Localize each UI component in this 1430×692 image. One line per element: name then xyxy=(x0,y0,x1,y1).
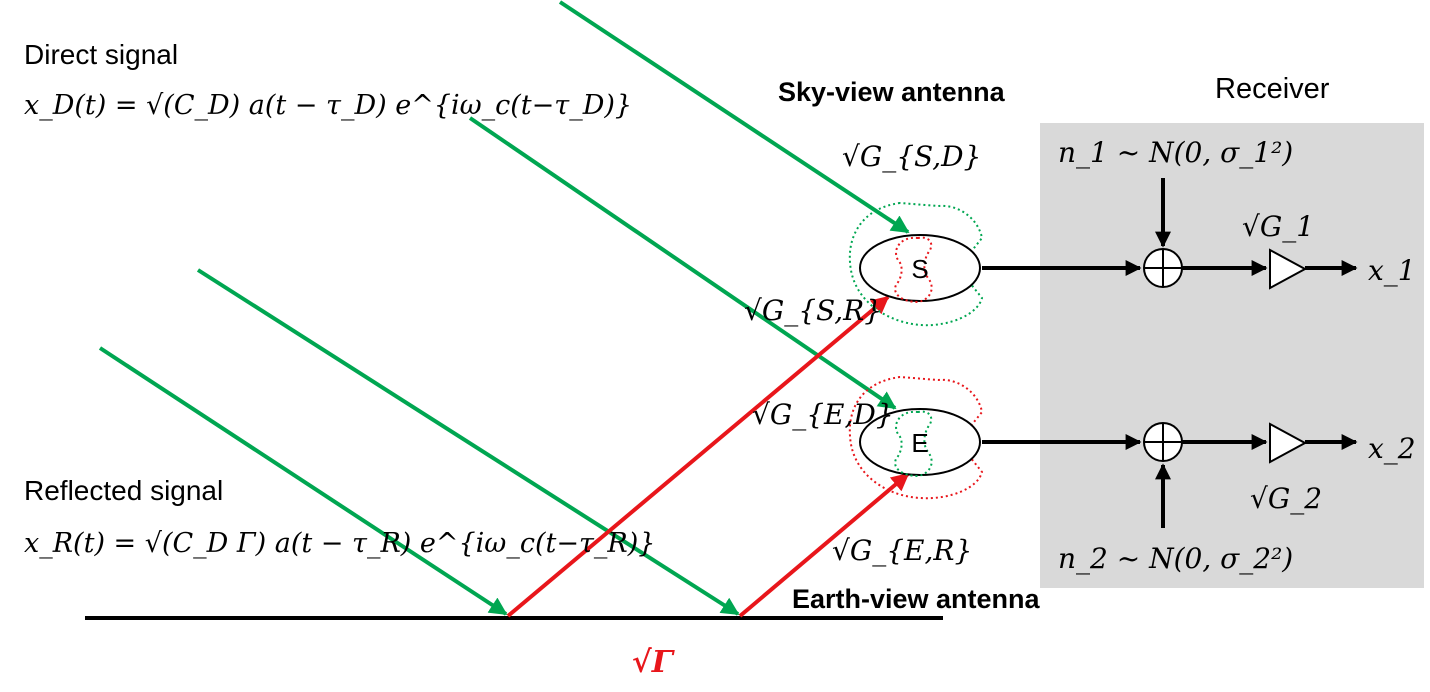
gain-sky-reflected: √G_{S,R} xyxy=(744,294,882,327)
reflected-ray-to-sky-antenna xyxy=(506,295,890,618)
direct-signal-label: Direct signal xyxy=(24,39,178,70)
amplifier-2 xyxy=(1269,422,1308,464)
output-x1: x_1 xyxy=(1368,254,1416,287)
gain-amp-2: √G_2 xyxy=(1250,482,1322,515)
receiver-chain-2 xyxy=(982,422,1358,528)
reflected-signal-label: Reflected signal xyxy=(24,475,223,506)
gain-earth-reflected: √G_{E,R} xyxy=(832,534,972,567)
sky-antenna-letter: S xyxy=(911,254,928,284)
reflected-rays xyxy=(506,295,910,618)
reflected-ray-to-earth-antenna xyxy=(738,472,910,618)
receiver-box xyxy=(1040,123,1424,588)
gain-earth-direct: √G_{E,D} xyxy=(752,398,894,431)
direct-ray-to-sky-antenna xyxy=(558,0,910,234)
noise-2-label: n_2 ~ N(0, σ_2²) xyxy=(1058,542,1293,575)
earth-antenna-letter: E xyxy=(911,428,928,458)
amplifier-1 xyxy=(1269,248,1308,290)
noise-1-label: n_1 ~ N(0, σ_1²) xyxy=(1058,136,1293,169)
receiver-chain-1 xyxy=(982,178,1358,290)
direct-ray-to-earth-antenna xyxy=(468,116,897,410)
reflection-coefficient: √Γ xyxy=(632,645,676,680)
sky-antenna-title: Sky-view antenna xyxy=(778,77,1006,107)
sky-antenna-main-lobe xyxy=(848,201,984,327)
direct-rays xyxy=(98,0,910,616)
reflected-signal-formula: x_R(t) = √(C_D Γ) a(t − τ_R) e^{iω_c(t−τ… xyxy=(24,528,655,559)
earth-view-antenna: E Earth-view antenna xyxy=(792,375,1041,614)
direct-ray-to-ground-2 xyxy=(196,268,740,616)
output-x2: x_2 xyxy=(1368,432,1416,465)
gain-sky-direct: √G_{S,D} xyxy=(842,140,981,173)
direct-signal-formula: x_D(t) = √(C_D) a(t − τ_D) e^{iω_c(t−τ_D… xyxy=(24,90,632,121)
direct-ray-to-ground-1 xyxy=(98,346,508,616)
earth-antenna-body xyxy=(859,408,981,476)
sky-antenna-body xyxy=(859,234,981,302)
sky-view-antenna: S Sky-view antenna xyxy=(778,77,1006,327)
gain-amp-1: √G_1 xyxy=(1242,210,1314,243)
earth-antenna-title: Earth-view antenna xyxy=(792,584,1041,614)
receiver-title: Receiver xyxy=(1215,73,1330,105)
